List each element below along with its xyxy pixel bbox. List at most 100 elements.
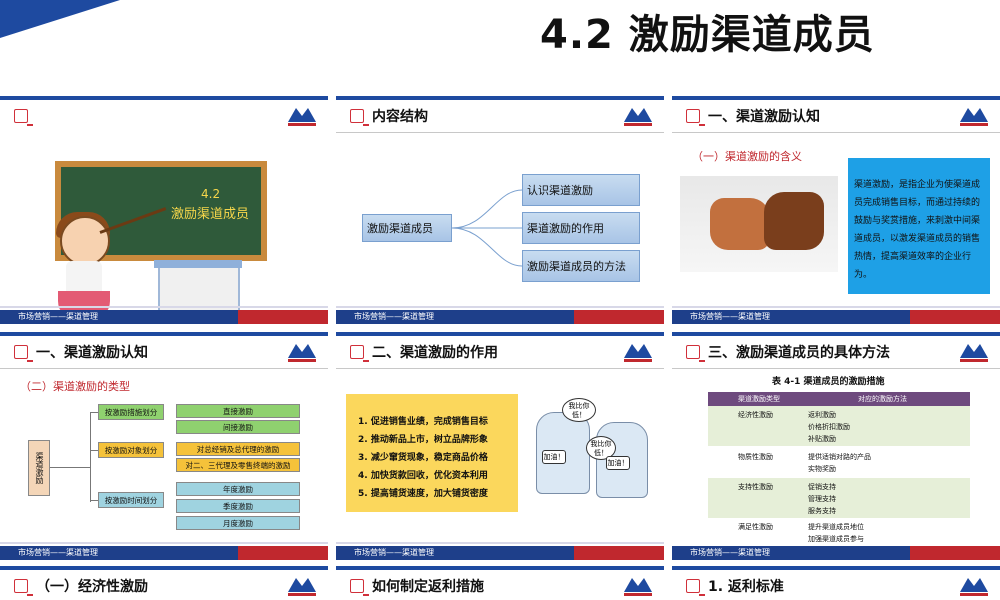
row-type: 物质性激励 — [738, 453, 773, 461]
slide-top-bar — [672, 332, 1000, 336]
slide-footer: 市场营销——渠道管理 — [336, 546, 664, 560]
slide-footer: 市场营销——渠道管理 — [672, 310, 1000, 324]
item-box: 对二、三代理及零售终端的激励 — [176, 458, 300, 472]
girl-head — [60, 216, 110, 266]
slide-header: 一、渠道激励认知 — [672, 100, 1000, 130]
brand-logo-icon — [624, 108, 652, 126]
group-box: 按激励措施划分 — [98, 404, 164, 420]
slide-header: 1. 返利标准 — [672, 570, 1000, 600]
row-method: 管理支持 — [808, 495, 836, 503]
benefit-item: 3. 减少窜货现象，稳定商品价格 — [358, 453, 488, 463]
table-caption: 表 4-1 渠道成员的激励措施 — [772, 377, 885, 387]
row-method: 补贴激励 — [808, 435, 836, 443]
fist-right — [764, 192, 824, 250]
row-method: 提供适销对路的产品 — [808, 453, 871, 461]
slide-header — [0, 100, 328, 130]
board-number: 4.2 — [201, 187, 221, 201]
brand-logo-icon — [288, 578, 316, 596]
row-method: 价格折扣激励 — [808, 423, 850, 431]
benefits-box — [346, 394, 518, 512]
benefit-item: 4. 加快货款回收，优化资本利用 — [358, 471, 488, 481]
slide-title: 内容结构 — [372, 109, 428, 125]
slide-subtitle: （二）渠道激励的类型 — [20, 380, 130, 393]
tree-line — [90, 412, 98, 413]
footer-line — [672, 306, 1000, 308]
slide-thumbnail-3[interactable]: 一、渠道激励认知 （一）渠道激励的含义 渠道激励，是指企业为使渠道成员完成销售目… — [672, 96, 1000, 324]
root-node: 激励渠道成员 — [362, 214, 452, 242]
footer-line — [336, 542, 664, 544]
header-line — [672, 368, 1000, 369]
checkbox-icon — [350, 345, 369, 362]
page-title: 4.2 激励渠道成员 — [540, 12, 875, 58]
slide-thumbnail-8[interactable]: 如何制定返利措施 — [336, 566, 664, 600]
column-header: 对应的激励方法 — [858, 395, 907, 403]
slide-thumbnail-2[interactable]: 内容结构 激励渠道成员 认识渠道激励 渠道激励的作用 激励渠道成员的方法 市场营… — [336, 96, 664, 324]
fist-left — [710, 198, 770, 250]
child-node: 激励渠道成员的方法 — [522, 250, 640, 282]
brand-logo-icon — [960, 578, 988, 596]
slide-thumbnail-4[interactable]: 一、渠道激励认知 （二）渠道激励的类型 渠道激励 按激励措施划分 直接激励 间接… — [0, 332, 328, 560]
footer-text: 市场营销——渠道管理 — [354, 548, 434, 557]
header-line — [336, 132, 664, 133]
checkbox-icon — [686, 345, 705, 362]
tree-line — [50, 467, 90, 468]
slide-title: 一、渠道激励认知 — [708, 109, 820, 125]
slide-top-bar — [0, 332, 328, 336]
footer-text: 市场营销——渠道管理 — [354, 312, 434, 321]
footer-line — [0, 306, 328, 308]
child-node: 认识渠道激励 — [522, 174, 640, 206]
footer-red-block — [238, 310, 328, 324]
slide-thumbnail-5[interactable]: 二、渠道激励的作用 1. 促进销售业绩，完成销售目标 2. 推动新品上市，树立品… — [336, 332, 664, 560]
slide-title: 二、渠道激励的作用 — [372, 345, 498, 361]
slide-footer: 市场营销——渠道管理 — [0, 310, 328, 324]
item-box: 间接激励 — [176, 420, 300, 434]
group-box: 按激励对象划分 — [98, 442, 164, 458]
slide-thumbnail-9[interactable]: 1. 返利标准 — [672, 566, 1000, 600]
header-line — [0, 368, 328, 369]
slide-footer: 市场营销——渠道管理 — [672, 546, 1000, 560]
table-row: 物质性激励 提供适销对路的产品 实物奖励 — [708, 448, 970, 476]
footer-text: 市场营销——渠道管理 — [690, 312, 770, 321]
row-method: 促销支持 — [808, 483, 836, 491]
checkbox-icon — [14, 345, 33, 362]
brand-logo-icon — [288, 108, 316, 126]
checkbox-icon — [686, 579, 705, 596]
slide-footer: 市场营销——渠道管理 — [0, 546, 328, 560]
tree-line — [90, 500, 98, 501]
footer-text: 市场营销——渠道管理 — [18, 548, 98, 557]
definition-box: 渠道激励，是指企业为使渠道成员完成销售目标，而通过持续的鼓励与奖赏措施，来刺激中… — [848, 158, 990, 294]
table-row: 满足性激励 提升渠道成员地位 加强渠道成员参与 — [708, 520, 970, 546]
row-type: 支持性激励 — [738, 483, 773, 491]
slide-thumbnail-6[interactable]: 三、激励渠道成员的具体方法 表 4-1 渠道成员的激励措施 渠道激励类型 对应的… — [672, 332, 1000, 560]
slide-header: 三、激励渠道成员的具体方法 — [672, 336, 1000, 366]
benefit-item: 1. 促进销售业绩，完成销售目标 — [358, 417, 488, 427]
slide-top-bar — [0, 96, 328, 100]
slide-title: （一）经济性激励 — [36, 579, 148, 595]
table-header: 渠道激励类型 对应的激励方法 — [708, 392, 970, 406]
header-line — [336, 368, 664, 369]
slide-thumbnail-7[interactable]: （一）经济性激励 — [0, 566, 328, 600]
tag-label: 加油！ — [606, 456, 630, 470]
slide-title: 一、渠道激励认知 — [36, 345, 148, 361]
slide-title: 如何制定返利措施 — [372, 579, 484, 595]
root-box: 渠道激励 — [28, 440, 50, 496]
connector-lines — [451, 189, 523, 267]
footer-text: 市场营销——渠道管理 — [18, 312, 98, 321]
footer-red-block — [238, 546, 328, 560]
checkbox-icon — [686, 109, 705, 126]
row-method: 提升渠道成员地位 — [808, 523, 864, 531]
board-title: 激励渠道成员 — [171, 207, 250, 222]
footer-red-block — [910, 546, 1000, 560]
row-method: 返利激励 — [808, 411, 836, 419]
row-type: 满足性激励 — [738, 523, 773, 531]
brand-logo-icon — [960, 108, 988, 126]
checkbox-icon — [350, 109, 369, 126]
tree-line — [90, 412, 91, 502]
slide-header: 一、渠道激励认知 — [0, 336, 328, 366]
item-box: 年度激励 — [176, 482, 300, 496]
row-type: 经济性激励 — [738, 411, 773, 419]
slide-thumbnail-1[interactable]: 4.2 激励渠道成员 市场营销——渠道管理 — [0, 96, 328, 324]
speech-bubble: 我比你低！ — [562, 398, 596, 422]
tree-line — [90, 450, 98, 451]
brand-logo-icon — [288, 344, 316, 362]
